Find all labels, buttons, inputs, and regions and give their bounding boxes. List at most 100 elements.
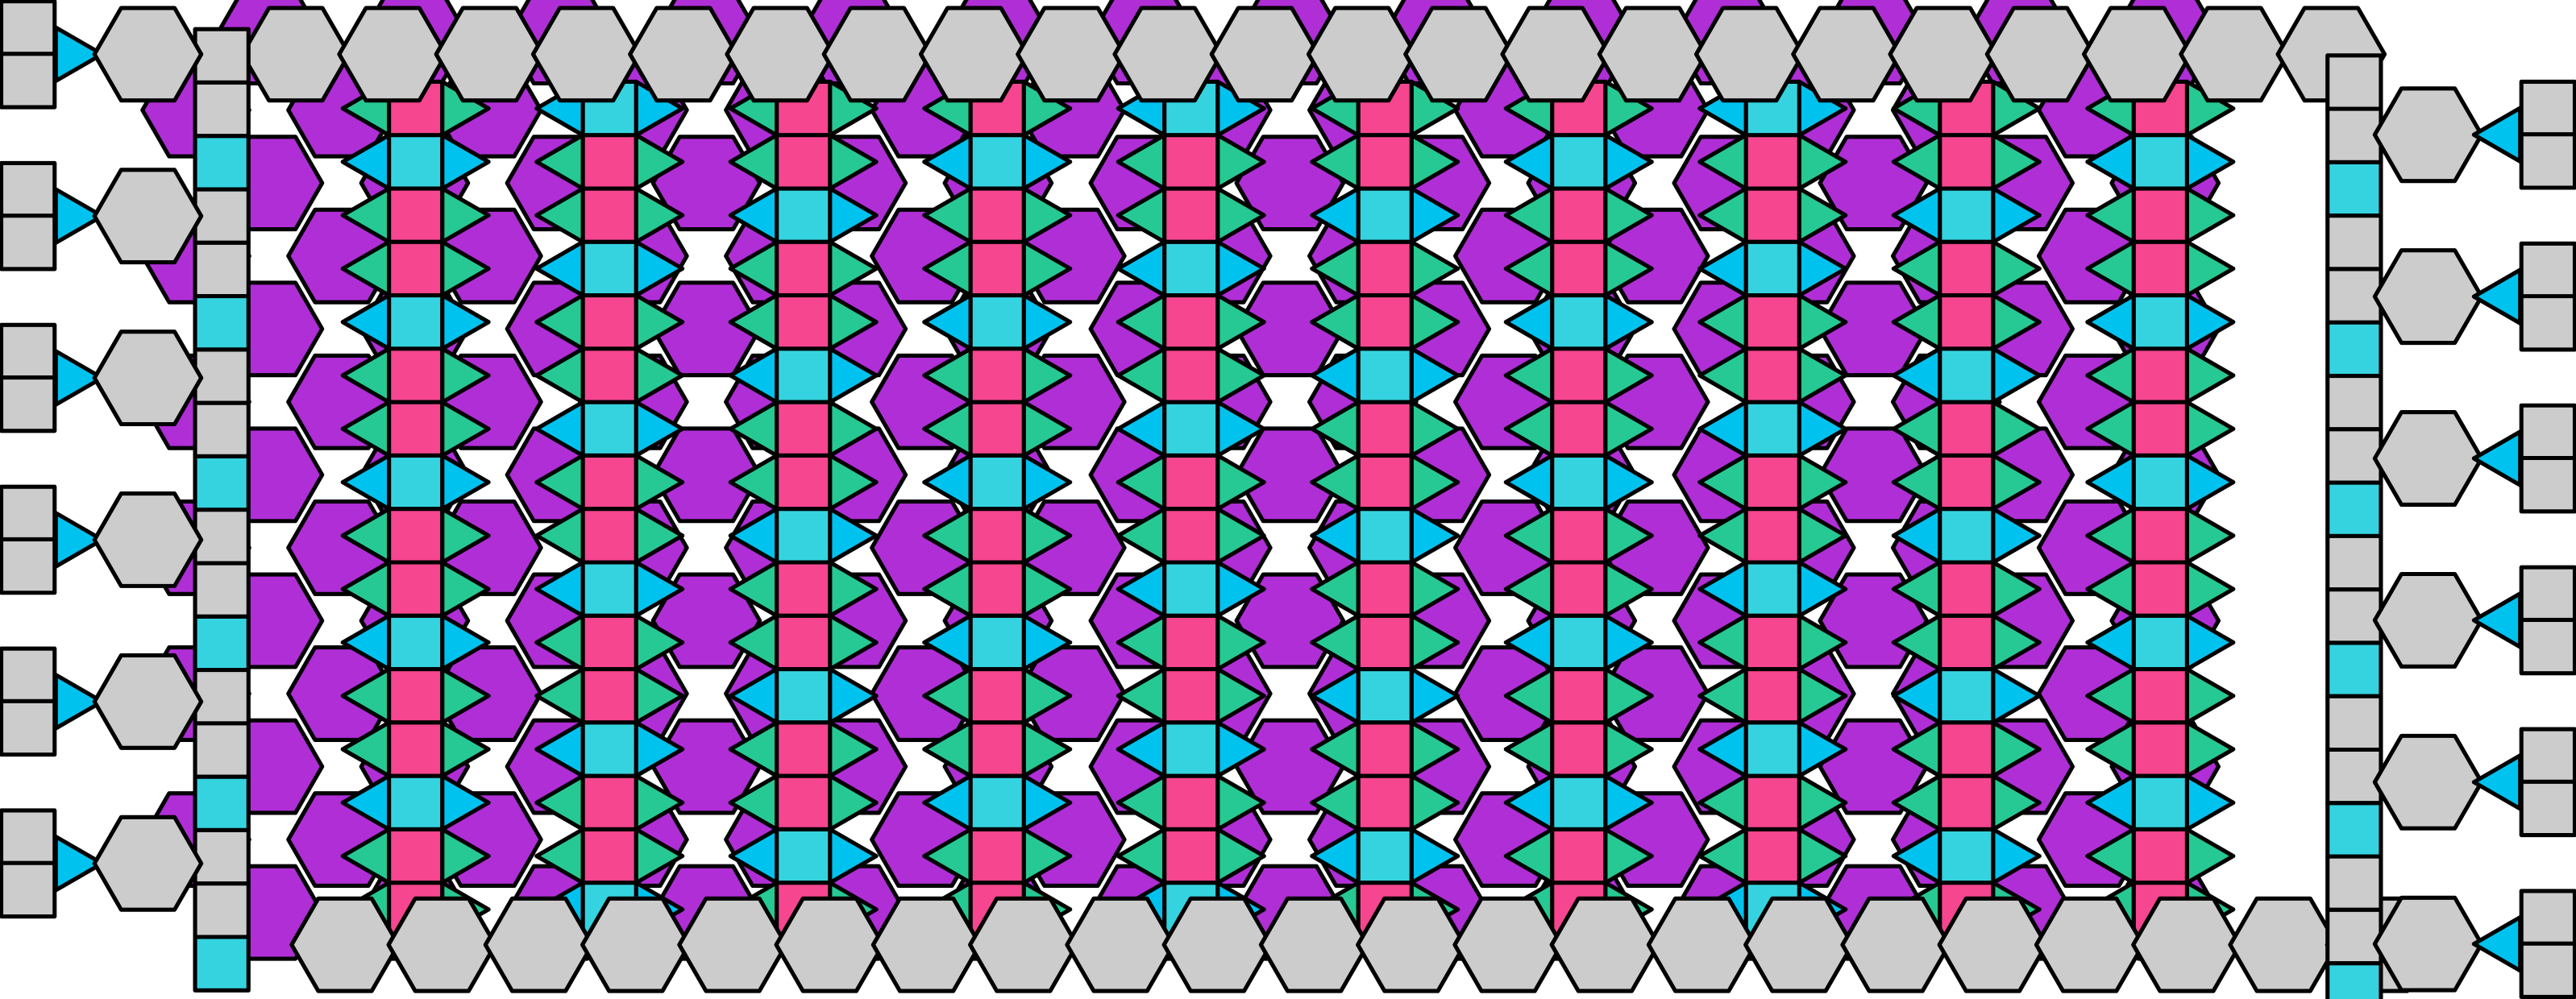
triangle-tile <box>1503 346 1555 404</box>
frame-hexagon <box>821 6 933 103</box>
frame-hexagon <box>580 896 692 993</box>
frame-hexagon <box>1403 6 1514 103</box>
triangle-tile <box>1215 453 1266 512</box>
triangle-tile <box>828 720 879 778</box>
square-tile-horizontal <box>1356 186 1414 244</box>
triangle-tile <box>828 453 879 512</box>
wedge-triangle-tile <box>1310 827 1361 885</box>
triangle-tile <box>1116 667 1167 725</box>
triangle-tile <box>440 186 491 244</box>
triangle-tile <box>340 667 392 725</box>
triangle-tile <box>1603 400 1654 458</box>
triangle-tile <box>340 560 392 618</box>
triangle-tile <box>1797 507 1848 565</box>
wedge-triangle-tile <box>1991 507 2042 565</box>
triangle-tile <box>1891 720 1942 778</box>
side-wedge-triangle <box>53 349 105 407</box>
square-tile-vertical <box>1550 560 1608 618</box>
square-tile-horizontal <box>2131 133 2189 191</box>
square-tile-vertical <box>775 453 833 512</box>
square-tile-vertical <box>1743 507 1801 565</box>
triangle-tile <box>1891 293 1942 351</box>
square-tile-horizontal <box>2131 613 2189 672</box>
frame-square-left <box>193 508 251 566</box>
side-wedge-triangle <box>53 25 105 83</box>
triangle-tile <box>1697 667 1748 725</box>
square-tile-vertical <box>580 827 638 885</box>
wedge-triangle-tile <box>828 667 879 725</box>
triangle-tile <box>440 346 491 404</box>
side-square <box>0 52 57 110</box>
triangle-tile <box>1215 133 1266 191</box>
square-tile-horizontal <box>775 667 833 725</box>
triangle-tile <box>1021 186 1073 244</box>
square-tile-vertical <box>1162 613 1220 672</box>
triangle-tile <box>534 453 585 512</box>
triangle-tile <box>1991 773 2042 831</box>
triangle-tile <box>440 667 491 725</box>
triangle-tile <box>1021 507 1073 565</box>
triangle-tile <box>828 239 879 298</box>
triangle-tile <box>2085 667 2136 725</box>
triangle-tile <box>828 613 879 672</box>
square-tile-vertical <box>1162 133 1220 191</box>
triangle-tile <box>534 667 585 725</box>
triangle-tile <box>922 827 973 885</box>
wedge-triangle-tile <box>2085 133 2136 191</box>
wedge-triangle-tile <box>728 507 779 565</box>
wedge-triangle-tile <box>1797 400 1848 458</box>
triangle-tile <box>1409 773 1460 831</box>
square-tile-vertical <box>1743 453 1801 512</box>
triangle-tile <box>440 400 491 458</box>
wedge-triangle-tile <box>1891 667 1942 725</box>
triangle-tile <box>1991 613 2042 672</box>
square-tile-vertical <box>1356 400 1414 458</box>
frame-square-left <box>193 827 251 886</box>
square-tile-vertical <box>968 827 1026 885</box>
triangle-tile <box>340 346 392 404</box>
triangle-tile <box>1891 773 1942 831</box>
triangle-tile <box>1891 133 1942 191</box>
wedge-triangle-tile <box>2085 613 2136 672</box>
square-tile-horizontal <box>387 773 445 831</box>
square-tile-vertical <box>2131 186 2189 244</box>
side-square <box>0 160 57 219</box>
side-square <box>0 375 57 433</box>
wedge-triangle-tile <box>1697 400 1748 458</box>
triangle-tile <box>1021 827 1073 885</box>
side-hexagon <box>92 6 204 103</box>
triangle-tile <box>1310 453 1361 512</box>
wedge-triangle-tile <box>440 773 491 831</box>
square-tile-vertical <box>1162 773 1220 831</box>
triangle-tile <box>1503 560 1555 618</box>
triangle-tile <box>1409 400 1460 458</box>
triangle-tile <box>634 613 685 672</box>
side-square <box>2519 455 2576 514</box>
wedge-triangle-tile <box>1409 667 1460 725</box>
frame-square-right <box>2325 427 2383 485</box>
triangle-tile <box>1409 720 1460 778</box>
triangle-tile <box>1409 613 1460 672</box>
side-square <box>2519 79 2576 138</box>
triangle-tile <box>440 827 491 885</box>
side-square <box>0 0 57 57</box>
frame-hexagon <box>1258 896 1370 993</box>
frame-hexagon <box>1840 896 1951 993</box>
wedge-triangle-tile <box>922 773 973 831</box>
square-tile-horizontal <box>968 293 1026 351</box>
right-side-outline-shapes <box>2372 79 2576 999</box>
frame-square-right <box>2325 907 2383 966</box>
triangle-tile <box>922 560 973 618</box>
triangle-tile <box>1503 239 1555 298</box>
triangle-tile <box>2184 507 2236 565</box>
triangle-tile <box>440 507 491 565</box>
wedge-triangle-tile <box>1021 613 1073 672</box>
triangle-tile <box>1116 507 1167 565</box>
triangle-tile <box>340 720 392 778</box>
frame-square-left <box>193 881 251 939</box>
wedge-triangle-tile <box>1116 720 1167 778</box>
frame-hexagon <box>1209 6 1321 103</box>
triangle-tile <box>2184 400 2236 458</box>
wedge-triangle-tile <box>1215 720 1266 778</box>
square-tile-vertical <box>387 400 445 458</box>
